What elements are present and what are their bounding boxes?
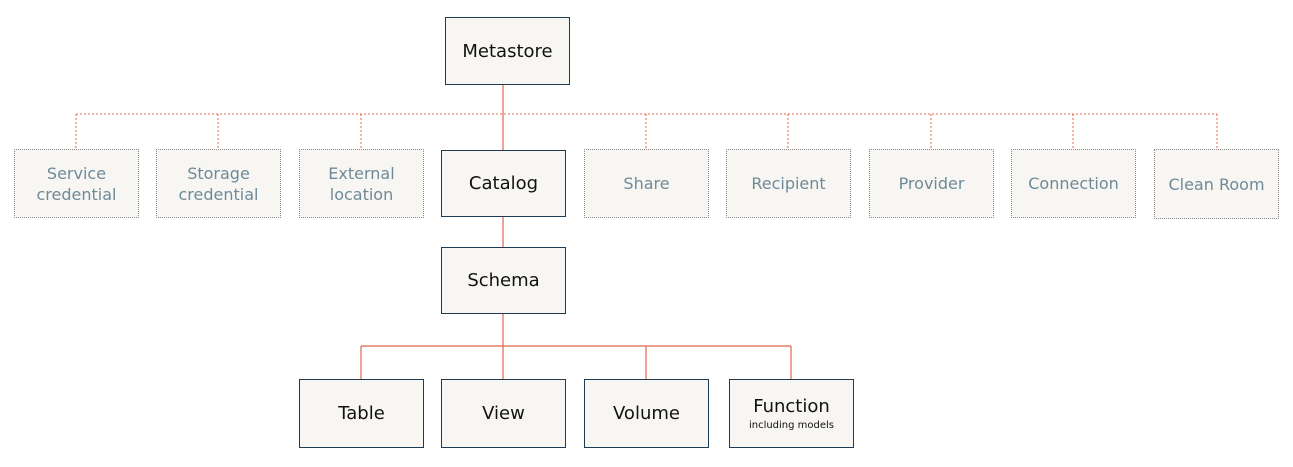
peer-node-connection: Connection: [1011, 149, 1136, 218]
peer-node-service-credential: Service credential: [14, 149, 139, 218]
leaf-label: View: [482, 403, 525, 424]
leaf-label: Volume: [613, 403, 680, 424]
peer-label: Share: [623, 174, 670, 193]
peer-label: External location: [328, 163, 395, 204]
peer-node-recipient: Recipient: [726, 149, 851, 218]
peer-label: Storage credential: [178, 163, 259, 204]
catalog-label: Catalog: [468, 173, 539, 194]
peer-label: Clean Room: [1168, 174, 1265, 194]
leaf-node-table: Table: [299, 379, 424, 448]
peer-label: Connection: [1028, 174, 1119, 193]
peer-node-storage-credential: Storage credential: [156, 149, 281, 218]
leaf-node-volume: Volume: [584, 379, 709, 448]
leaf-sublabel: including models: [748, 420, 835, 431]
leaf-label: Function: [753, 396, 830, 417]
catalog-node: Catalog: [441, 150, 566, 217]
peer-label: Provider: [898, 174, 965, 193]
peer-node-clean-room: Clean Room: [1154, 149, 1279, 219]
metastore-label: Metastore: [462, 40, 553, 62]
schema-label: Schema: [467, 270, 540, 291]
peer-node-provider: Provider: [869, 149, 994, 218]
metastore-node: Metastore: [445, 17, 570, 85]
leaf-node-function: Function including models: [729, 379, 854, 448]
schema-node: Schema: [441, 247, 566, 314]
leaf-node-view: View: [441, 379, 566, 448]
leaf-label: Table: [338, 403, 385, 424]
peer-node-share: Share: [584, 149, 709, 218]
peer-node-external-location: External location: [299, 149, 424, 218]
peer-label: Recipient: [751, 174, 826, 193]
peer-label: Service credential: [36, 163, 117, 204]
